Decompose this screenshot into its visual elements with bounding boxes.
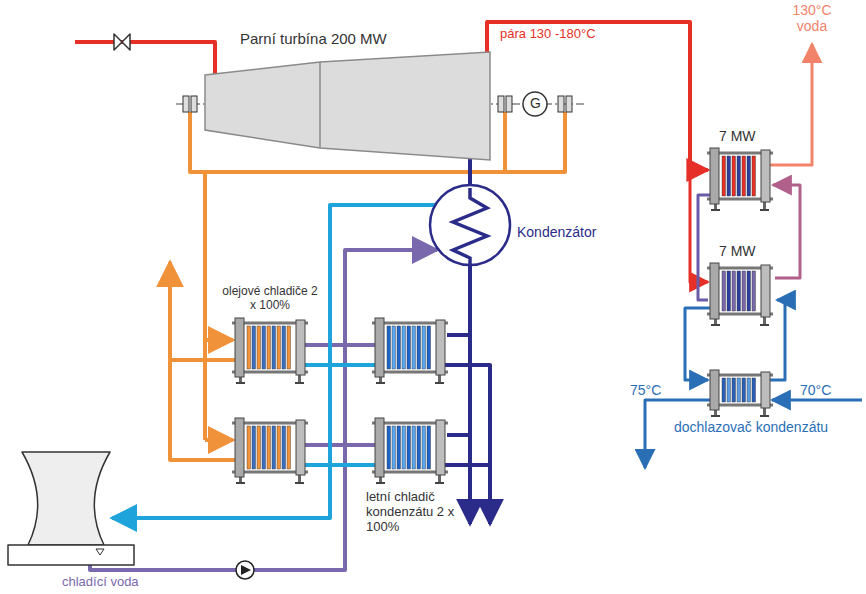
- node-label: Kondenzátor: [517, 224, 596, 240]
- plate-heat-exchanger: [232, 318, 308, 384]
- condensate-line: [447, 335, 470, 435]
- water-level-symbol: [96, 549, 104, 555]
- water-line: [770, 300, 785, 380]
- hot-water-label: 130°C voda: [787, 2, 837, 34]
- pump-symbol: [241, 565, 251, 575]
- bearing-symbol: [566, 96, 572, 112]
- condensate-line: [468, 265, 472, 524]
- plate-heat-exchanger: [707, 370, 773, 417]
- plate-heat-exchanger: [372, 318, 448, 384]
- water-line: [773, 185, 800, 278]
- plate-heat-exchanger: [232, 418, 308, 484]
- node-label: Parní turbína 200 MW: [240, 30, 387, 47]
- generator-circle: G: [522, 91, 548, 117]
- plate-heat-exchanger: [707, 148, 773, 211]
- oil-line: [203, 172, 207, 440]
- temperature-label: 75°C: [630, 382, 661, 398]
- condensate-line: [445, 463, 490, 467]
- cooling-tower: [22, 452, 110, 545]
- oil-cooler-label: olejové chladiče 2 x 100%: [218, 285, 322, 313]
- steam-temperature: pára 130 -180°C: [500, 27, 596, 42]
- condensate-line: [685, 308, 710, 380]
- steam-inlet: [75, 42, 215, 76]
- bearing-symbol: [191, 96, 197, 112]
- heat-exchanger: 7 MW: [705, 243, 775, 325]
- pipe-connector: [468, 159, 472, 184]
- heat-exchanger: 7 MW: [705, 128, 775, 210]
- plate-heat-exchanger: [372, 418, 448, 484]
- hot-water-line: [770, 44, 812, 165]
- condensate-line: [698, 195, 710, 300]
- bearing-symbol: [558, 96, 564, 112]
- water-inlet-line: [772, 399, 862, 402]
- subcooler-label: dochlazovač kondenzátu: [674, 419, 828, 435]
- node-label: 7 MW: [719, 128, 756, 144]
- node-label: G: [530, 95, 541, 111]
- oil-line: [205, 338, 233, 342]
- bearing-symbol: [506, 96, 512, 112]
- pump-symbol: [236, 561, 254, 579]
- steam-turbine-shape: [200, 30, 495, 162]
- steam-turbine: Parní turbína 200 MW: [200, 30, 495, 162]
- oil-line: [205, 438, 233, 442]
- cooling-return-line: [305, 365, 375, 465]
- valve-symbol: [114, 34, 130, 50]
- pipe-connector: [487, 22, 708, 170]
- cooling-water-line: [305, 345, 375, 445]
- condensate-line: [445, 365, 490, 524]
- bearing-symbol: [498, 96, 504, 112]
- node-label: 7 MW: [719, 243, 756, 259]
- bearing-symbol: [183, 96, 189, 112]
- tower-basin: [8, 545, 134, 565]
- temperature-label: 70°C: [800, 382, 831, 398]
- plate-heat-exchanger: [707, 263, 773, 326]
- condenser: Kondenzátor: [425, 182, 610, 268]
- summer-cooler-label: letní chladič kondenzátu 2 x 100%: [366, 490, 462, 535]
- cooling-water-label: chladící voda: [62, 575, 139, 590]
